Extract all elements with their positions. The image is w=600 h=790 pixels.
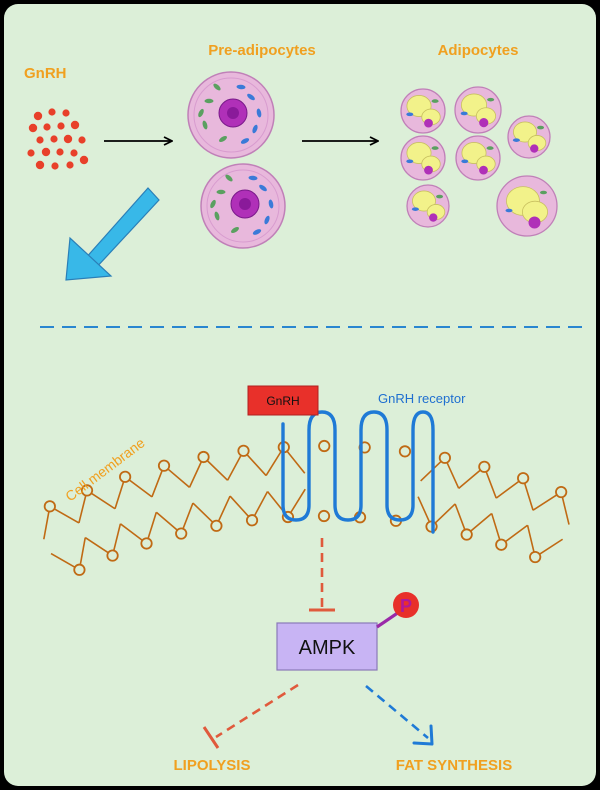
ampk-to-lipolysis-bar	[202, 726, 220, 749]
ampk-box	[276, 622, 378, 671]
dot-cluster-icon	[27, 108, 89, 170]
ampk-to-fat-synthesis-line	[365, 685, 429, 739]
adipocyte-cells	[400, 86, 558, 237]
lipolysis-label: LIPOLYSIS	[174, 757, 251, 774]
phosphate-badge-icon	[393, 592, 419, 618]
gnrh-ligand-box	[247, 385, 319, 416]
gnrh-receptor	[281, 410, 435, 534]
gnrh-ligand-label: GnRH	[266, 394, 299, 408]
pre-adipocyte-cells	[187, 71, 286, 249]
cell-membrane-bilayer	[43, 439, 570, 576]
fat-synthesis-label: FAT SYNTHESIS	[396, 757, 512, 774]
adipocytes-label: Adipocytes	[438, 42, 519, 59]
ampk-label: AMPK	[299, 637, 356, 659]
big-arrow-icon	[65, 187, 160, 281]
gnrh-receptor-label: GnRH receptor	[378, 391, 466, 406]
pre-adipocytes-label: Pre-adipocytes	[208, 42, 316, 59]
ampk-to-lipolysis-line	[215, 683, 299, 739]
phospho-label: P	[400, 596, 412, 616]
gnrh-label: GnRH	[24, 65, 67, 82]
ampk-to-fat-synthesis-arrowhead	[412, 724, 434, 746]
